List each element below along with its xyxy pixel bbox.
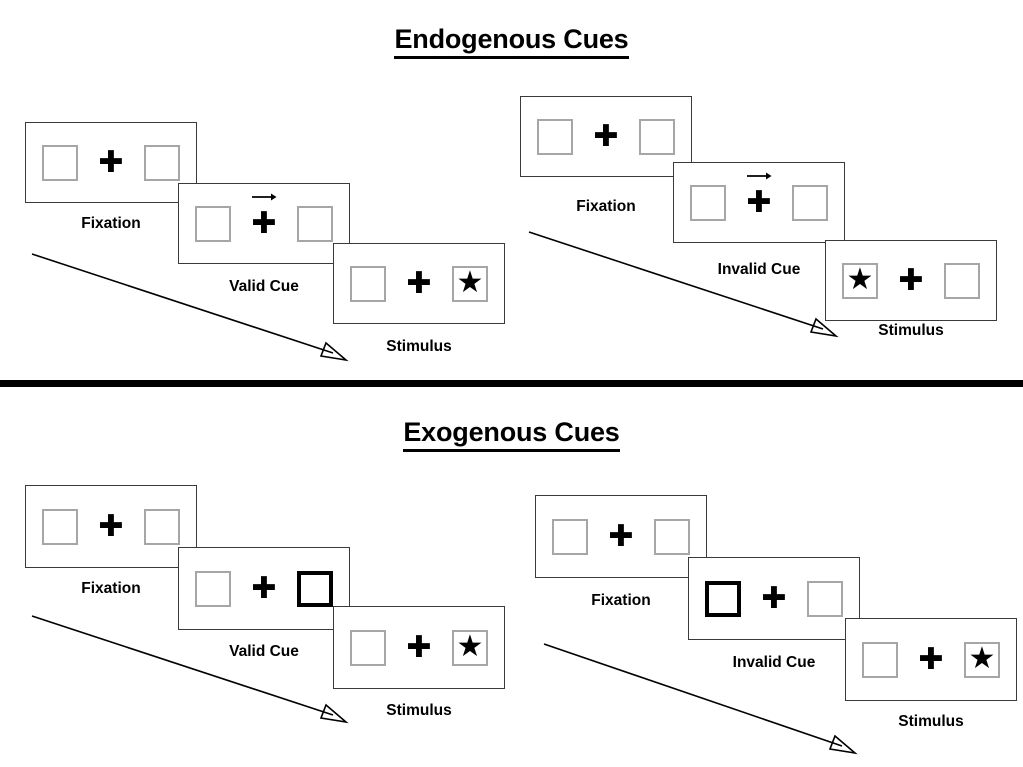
placeholder-box-left: ★ (842, 262, 878, 299)
cue-arrow-right-icon (747, 172, 772, 179)
section-title-exogenous: Exogenous Cues (0, 417, 1023, 452)
fixation-cross-icon: ✚ (251, 570, 277, 606)
cue-arrow-right-icon (252, 193, 277, 200)
caption-exogenous-valid-cue: Valid Cue (229, 643, 299, 660)
panel-content: ★ ✚ ★ (826, 262, 996, 299)
placeholder-box-right: ★ (144, 144, 180, 181)
placeholder-box-right: ★ (792, 184, 828, 221)
fixation-cross-icon: ✚ (98, 144, 124, 180)
panel-content: ★ ✚ ★ (26, 508, 196, 545)
panel-content: ★ ✚ ★ (521, 118, 691, 155)
flow-arrow-endogenous-valid (31, 253, 349, 362)
caption-exogenous-invalid-stimulus: Stimulus (898, 713, 964, 730)
panel-content: ★ ✚ ★ (334, 629, 504, 666)
placeholder-box-right: ★ (452, 629, 488, 666)
panel-content: ★ ✚ ★ (689, 580, 859, 617)
fixation-cross-slot: ✚ (742, 172, 776, 221)
flow-arrow-endogenous-invalid (528, 231, 839, 338)
placeholder-box-left: ★ (195, 205, 231, 242)
panel-endogenous-invalid-cue: ★ ✚ ★ (673, 162, 845, 243)
panel-endogenous-invalid-fixation: ★ ✚ ★ (520, 96, 692, 177)
fixation-cross-icon: ✚ (898, 262, 924, 298)
panel-exogenous-invalid-cue: ★ ✚ ★ (688, 557, 860, 640)
fixation-cross-slot: ✚ (247, 571, 281, 607)
star-icon: ★ (456, 629, 484, 663)
fixation-cross-icon: ✚ (406, 265, 432, 301)
section-title-endogenous-text: Endogenous Cues (394, 24, 629, 59)
fixation-cross-slot: ✚ (402, 630, 436, 666)
fixation-cross-slot: ✚ (247, 193, 281, 242)
panel-exogenous-invalid-fixation: ★ ✚ ★ (535, 495, 707, 578)
fixation-cross-slot: ✚ (402, 266, 436, 302)
fixation-cross-icon: ✚ (608, 518, 634, 554)
fixation-cross-icon: ✚ (406, 629, 432, 665)
panel-exogenous-invalid-stimulus: ★ ✚ ★ (845, 618, 1017, 701)
fixation-cross-icon: ✚ (761, 580, 787, 616)
fixation-cross-icon: ✚ (593, 118, 619, 154)
panel-endogenous-valid-stimulus: ★ ✚ ★ (333, 243, 505, 324)
cued-box-right: ★ (297, 570, 333, 607)
caption-endogenous-invalid-fixation: Fixation (576, 198, 636, 215)
panel-content: ★ ✚ ★ (846, 641, 1016, 678)
placeholder-box-left: ★ (690, 184, 726, 221)
caption-exogenous-invalid-cue: Invalid Cue (732, 654, 816, 671)
placeholder-box-right: ★ (144, 508, 180, 545)
panel-content: ★ ✚ ★ (334, 265, 504, 302)
panel-exogenous-valid-cue: ★ ✚ ★ (178, 547, 350, 630)
placeholder-box-left: ★ (350, 629, 386, 666)
panel-endogenous-invalid-stimulus: ★ ✚ ★ (825, 240, 997, 321)
placeholder-box-right: ★ (452, 265, 488, 302)
panel-endogenous-valid-fixation: ★ ✚ ★ (25, 122, 197, 203)
star-icon: ★ (846, 262, 874, 296)
panel-content: ★ ✚ ★ (179, 570, 349, 607)
panel-exogenous-valid-stimulus: ★ ✚ ★ (333, 606, 505, 689)
placeholder-box-left: ★ (552, 518, 588, 555)
placeholder-box-left: ★ (42, 508, 78, 545)
fixation-cross-icon: ✚ (918, 641, 944, 677)
fixation-cross-icon: ✚ (746, 184, 772, 220)
placeholder-box-left: ★ (862, 641, 898, 678)
panel-exogenous-valid-fixation: ★ ✚ ★ (25, 485, 197, 568)
placeholder-box-right: ★ (964, 641, 1000, 678)
caption-endogenous-valid-stimulus: Stimulus (386, 338, 452, 355)
panel-content: ★ ✚ ★ (536, 518, 706, 555)
caption-endogenous-valid-cue: Valid Cue (229, 278, 299, 295)
placeholder-box-left: ★ (350, 265, 386, 302)
caption-exogenous-valid-stimulus: Stimulus (386, 702, 452, 719)
panel-content: ★ ✚ ★ (26, 144, 196, 181)
placeholder-box-right: ★ (639, 118, 675, 155)
star-icon: ★ (456, 265, 484, 299)
placeholder-box-right: ★ (297, 205, 333, 242)
caption-endogenous-invalid-stimulus: Stimulus (878, 322, 944, 339)
section-title-endogenous: Endogenous Cues (0, 24, 1023, 59)
caption-exogenous-invalid-fixation: Fixation (591, 592, 651, 609)
fixation-cross-slot: ✚ (589, 119, 623, 155)
placeholder-box-right: ★ (944, 262, 980, 299)
fixation-cross-icon: ✚ (98, 508, 124, 544)
caption-exogenous-valid-fixation: Fixation (81, 580, 141, 597)
fixation-cross-slot: ✚ (604, 519, 638, 555)
fixation-cross-slot: ✚ (94, 509, 128, 545)
fixation-cross-icon: ✚ (251, 205, 277, 241)
placeholder-box-left: ★ (195, 570, 231, 607)
fixation-cross-slot: ✚ (914, 642, 948, 678)
panel-endogenous-valid-cue: ★ ✚ ★ (178, 183, 350, 264)
fixation-cross-slot: ✚ (94, 145, 128, 181)
placeholder-box-left: ★ (42, 144, 78, 181)
panel-content: ★ ✚ ★ (674, 172, 844, 221)
caption-endogenous-valid-fixation: Fixation (81, 215, 141, 232)
placeholder-box-left: ★ (537, 118, 573, 155)
fixation-cross-slot: ✚ (894, 263, 928, 299)
placeholder-box-right: ★ (807, 580, 843, 617)
placeholder-box-right: ★ (654, 518, 690, 555)
panel-content: ★ ✚ ★ (179, 193, 349, 242)
cued-box-left: ★ (705, 580, 741, 617)
fixation-cross-slot: ✚ (757, 581, 791, 617)
caption-endogenous-invalid-cue: Invalid Cue (717, 261, 801, 278)
section-divider (0, 380, 1023, 387)
star-icon: ★ (968, 641, 996, 675)
section-title-exogenous-text: Exogenous Cues (403, 417, 620, 452)
